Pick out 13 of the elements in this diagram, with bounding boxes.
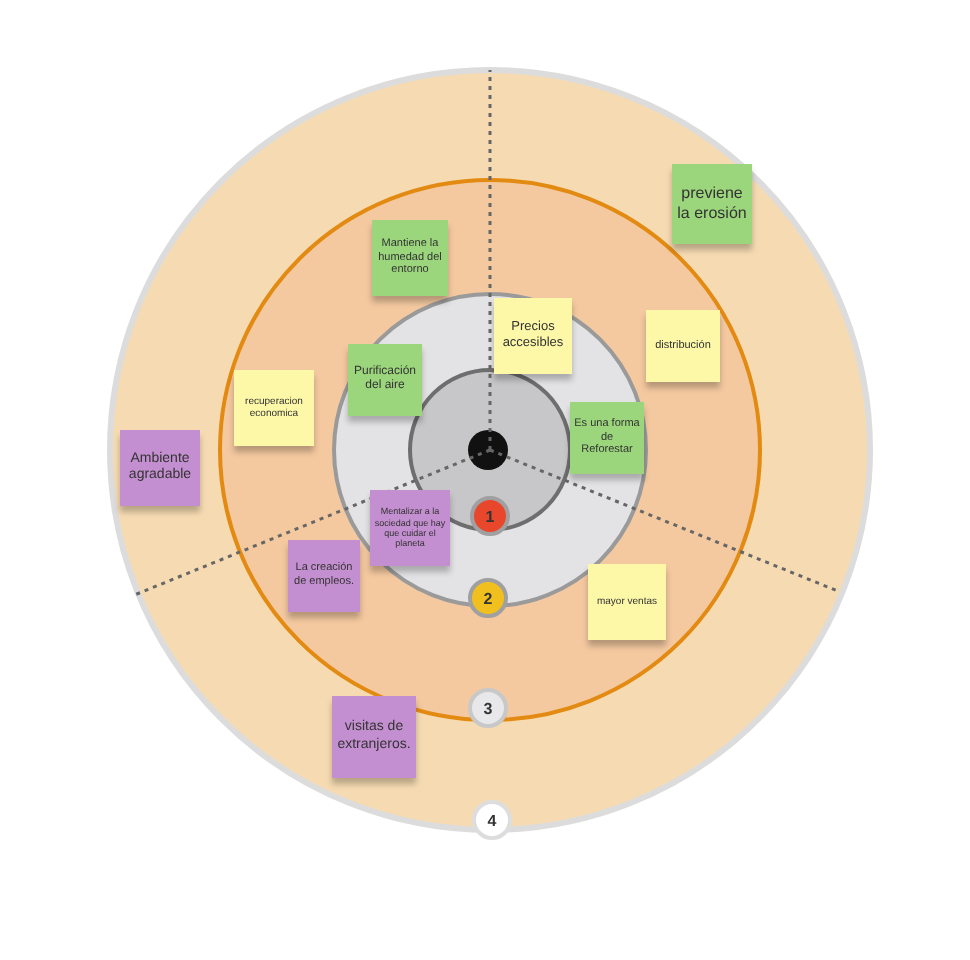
sticky-note [288, 540, 360, 612]
sticky-note [672, 164, 752, 244]
sticky-note [348, 344, 422, 416]
sticky-note [120, 430, 200, 506]
sticky-note [234, 370, 314, 446]
sticky-note [646, 310, 720, 382]
sticky-note [570, 402, 644, 474]
sticky-note [332, 696, 416, 778]
sticky-note [372, 220, 448, 296]
sticky-note [494, 298, 572, 374]
note-text: previene la erosión [676, 184, 748, 224]
sticky-note [370, 490, 450, 566]
sticky-note [588, 564, 666, 640]
